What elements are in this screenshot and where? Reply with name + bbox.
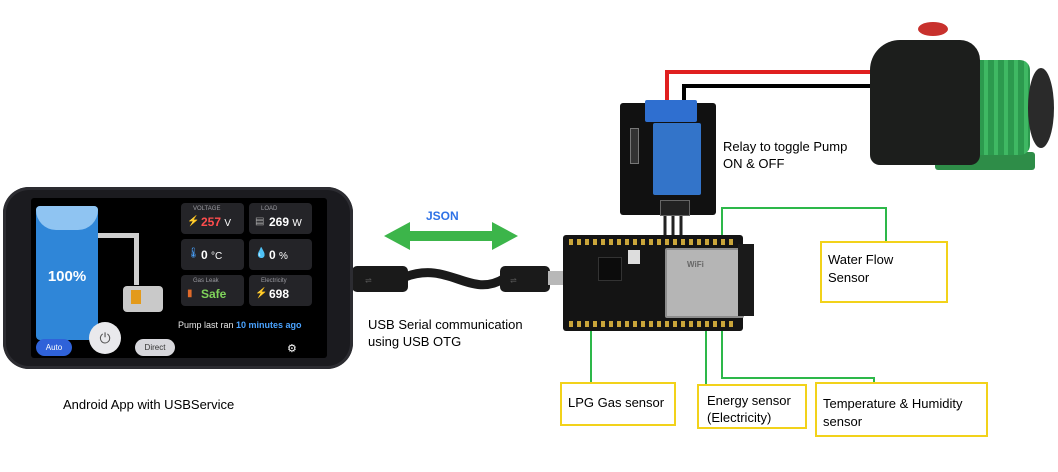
pump-icon (123, 286, 163, 312)
electricity-value: 698 (269, 287, 290, 301)
pump-plug (918, 22, 948, 36)
pipe (98, 233, 138, 238)
settings-icon[interactable]: ⚙ (287, 343, 297, 355)
usb-caption: USB Serial communication using USB OTG (368, 317, 523, 349)
voltage-value: 257 (201, 215, 222, 229)
lpg-sensor-box: LPG Gas sensor (560, 382, 676, 426)
water-flow-sensor-box: Water Flow Sensor (820, 241, 948, 303)
droplet-icon: 💧 (255, 248, 268, 259)
relay-terminal (645, 100, 697, 122)
thermometer-icon: 🌡 (187, 248, 200, 259)
antenna (738, 244, 754, 316)
android-phone: 100% ⏻ Auto Direct ⚙ VOLTAGE ⚡ 257 V LOA… (3, 187, 353, 369)
water-tank-top (36, 206, 98, 230)
pump-end-cap (1028, 68, 1054, 148)
lightning-icon: ⚡ (187, 216, 200, 227)
water-flow-line (721, 207, 887, 242)
phone-caption: Android App with USBService (63, 397, 235, 412)
usb-plug-left (352, 266, 408, 292)
voltage-card: VOLTAGE ⚡ 257 V (181, 203, 244, 234)
temperature-card: 🌡 0 °C (181, 239, 244, 270)
energy-sensor-box: Energy sensor (Electricity) (697, 384, 807, 429)
relay-coil (653, 123, 701, 195)
usb-plug-right (500, 266, 550, 292)
server-icon: ▤ (255, 216, 265, 227)
load-card: LOAD ▤ 269 W (249, 203, 312, 234)
pump-status-text: Pump last ran 10 minutes ago (178, 320, 302, 330)
svg-text:⇌: ⇌ (510, 276, 517, 285)
app-screen: 100% ⏻ Auto Direct ⚙ VOLTAGE ⚡ 257 V LOA… (31, 198, 327, 358)
humidity-value: 0 (269, 248, 276, 262)
direct-button[interactable]: Direct (135, 339, 175, 356)
gas-cylinder-icon: ▮ (187, 288, 193, 299)
temperature-value: 0 (201, 248, 208, 262)
tank-percent: 100% (47, 268, 87, 285)
power-button[interactable]: ⏻ (89, 322, 121, 354)
relay-diode (630, 128, 639, 164)
temp-line (721, 330, 875, 383)
meter-icon: ⚡ (255, 288, 268, 299)
electricity-card: Electricity ⚡ 698 (249, 275, 312, 306)
svg-text:⇌: ⇌ (365, 276, 372, 285)
wifi-module: WiFi (665, 248, 744, 318)
humidity-card: 💧 0 % (249, 239, 312, 270)
temperature-humidity-sensor-box: Temperature & Humidity sensor (815, 382, 988, 437)
usb-cable (403, 268, 508, 290)
red-wire (665, 70, 880, 106)
gas-leak-card: Gas Leak ▮ Safe (181, 275, 244, 306)
water-pump (870, 40, 980, 165)
gas-status-value: Safe (201, 287, 227, 301)
auto-button[interactable]: Auto (36, 339, 72, 356)
black-wire (682, 84, 880, 106)
relay-header (660, 200, 690, 216)
json-label: JSON (426, 209, 459, 223)
load-value: 269 (269, 215, 290, 229)
relay-caption: Relay to toggle Pump ON & OFF (723, 139, 848, 171)
json-double-arrow (384, 222, 518, 250)
